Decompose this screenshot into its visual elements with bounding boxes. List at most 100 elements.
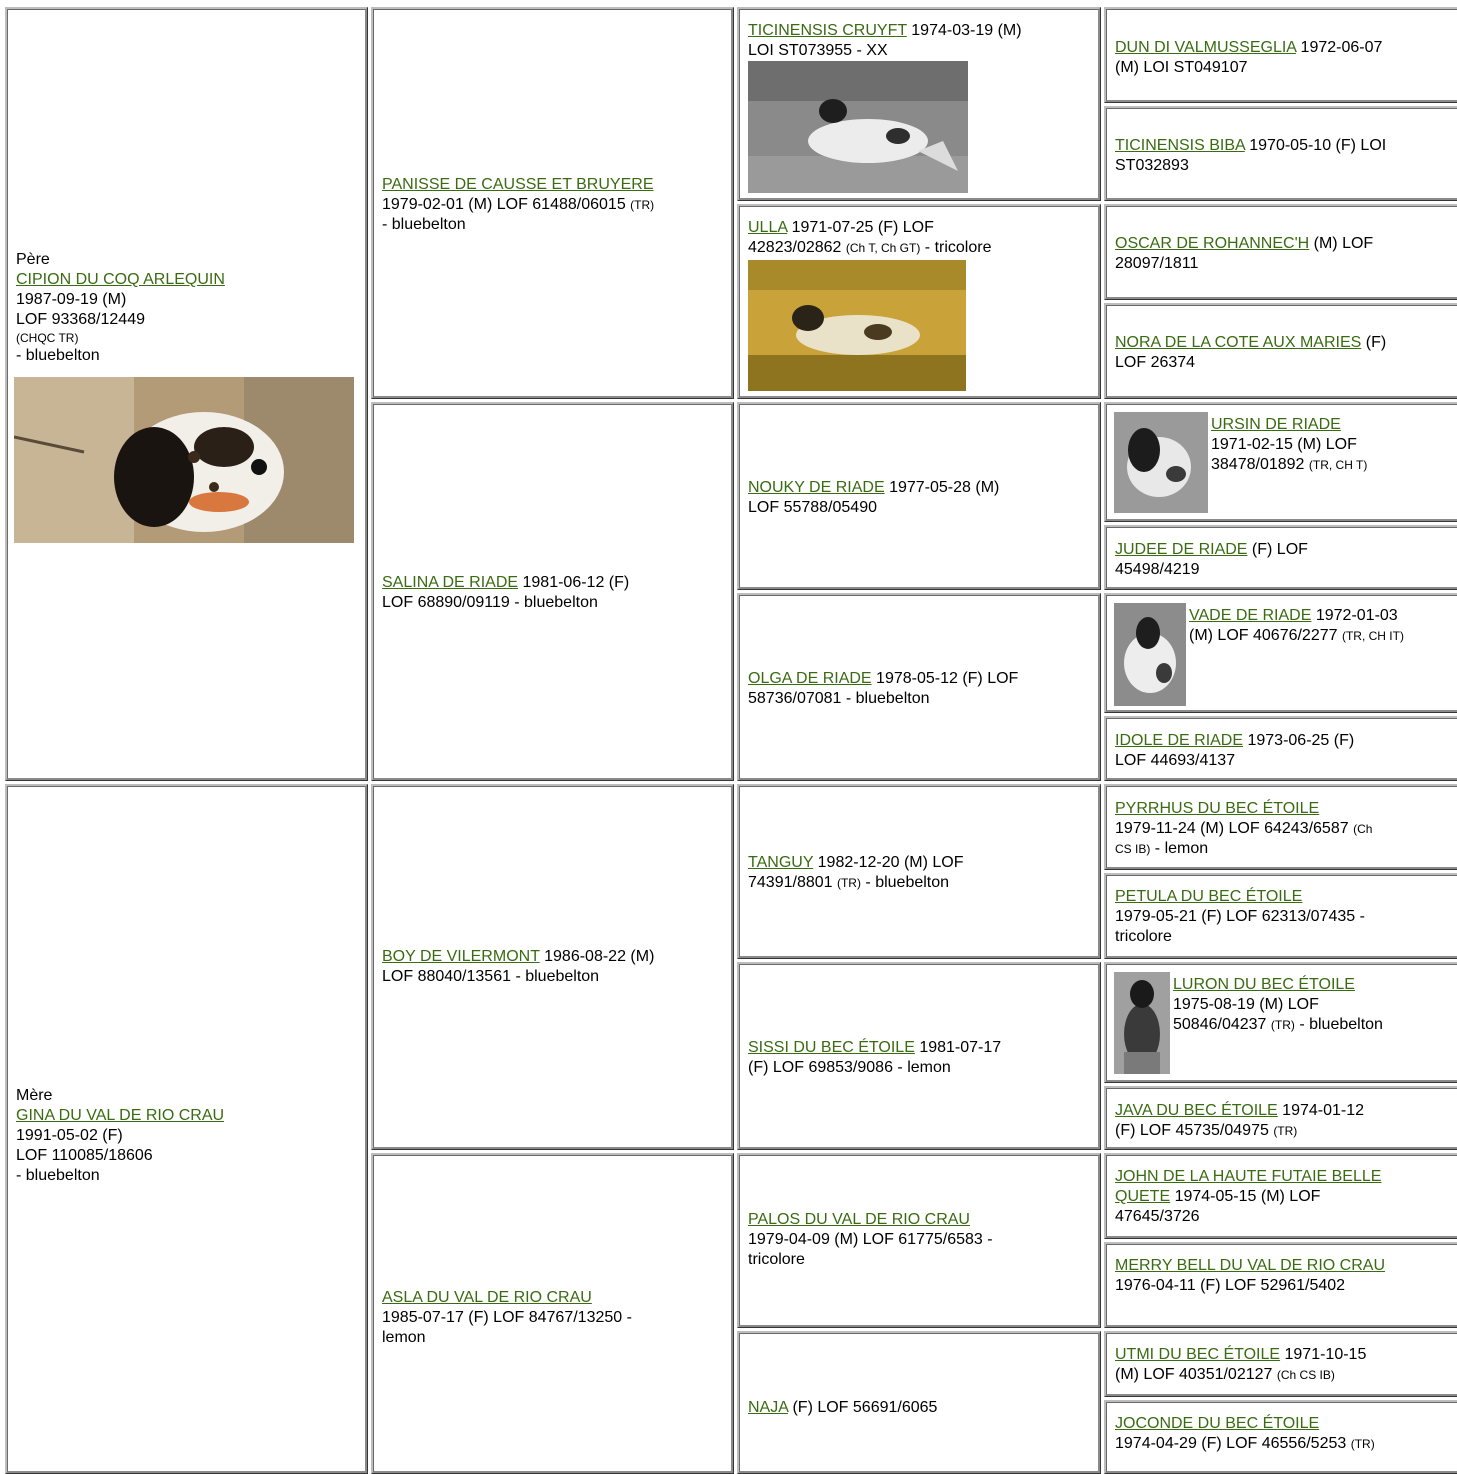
- sire-role: Père: [16, 251, 50, 268]
- panisse-name-link[interactable]: PANISSE DE CAUSSE ET BRUYERE: [382, 176, 654, 193]
- vade-registration: (M) LOF 40676/2277: [1189, 627, 1342, 644]
- olga-name-link[interactable]: OLGA DE RIADE: [748, 670, 872, 687]
- pyrrhus-color: - lemon: [1150, 840, 1209, 857]
- dam-cell: Mère GINA DU VAL DE RIO CRAU 1991-05-02 …: [5, 784, 368, 1474]
- gen3-olga-cell: OLGA DE RIADE 1978-05-12 (F) LOF 58736/0…: [737, 593, 1101, 781]
- utmi-name-link[interactable]: UTMI DU BEC ÉTOILE: [1115, 1346, 1281, 1363]
- sire-registration: LOF 93368/12449: [16, 311, 145, 328]
- idole-registration: LOF 44693/4137: [1115, 752, 1236, 769]
- ulla-info: 1971-07-25 (F) LOF: [787, 219, 934, 236]
- salina-info: 1981-06-12 (F): [518, 574, 630, 591]
- cruyft-name-link[interactable]: TICINENSIS CRUYFT: [748, 22, 907, 39]
- tanguy-registration: 74391/8801: [748, 874, 837, 891]
- gen2-panisse-cell: PANISSE DE CAUSSE ET BRUYERE 1979-02-01 …: [371, 7, 734, 399]
- gen3-palos-cell: PALOS DU VAL DE RIO CRAU 1979-04-09 (M) …: [737, 1153, 1101, 1328]
- asla-info: 1985-07-17 (F) LOF 84767/13250 -: [382, 1309, 632, 1326]
- luron-info: 1975-08-19 (M) LOF: [1173, 996, 1319, 1013]
- gen4-petula-cell: PETULA DU BEC ÉTOILE 1979-05-21 (F) LOF …: [1104, 873, 1457, 959]
- luron-registration: 50846/04237: [1173, 1016, 1271, 1033]
- luron-name-link[interactable]: LURON DU BEC ÉTOILE: [1173, 976, 1355, 993]
- naja-name-link[interactable]: NAJA: [748, 1399, 789, 1416]
- ulla-color: - tricolore: [920, 239, 992, 256]
- sire-birth: 1987-09-19 (M): [16, 291, 127, 308]
- gen2-asla-cell: ASLA DU VAL DE RIO CRAU 1985-07-17 (F) L…: [371, 1153, 734, 1474]
- gen4-john-cell: JOHN DE LA HAUTE FUTAIE BELLE QUETE 1974…: [1104, 1153, 1457, 1239]
- gen3-nouky-cell: NOUKY DE RIADE 1977-05-28 (M) LOF 55788/…: [737, 402, 1101, 590]
- petula-color: tricolore: [1115, 928, 1172, 945]
- idole-info: 1973-06-25 (F): [1243, 732, 1355, 749]
- vade-photo: [1114, 603, 1186, 706]
- asla-name-link[interactable]: ASLA DU VAL DE RIO CRAU: [382, 1289, 592, 1306]
- biba-name-link[interactable]: TICINENSIS BIBA: [1115, 137, 1245, 154]
- pyrrhus-name-link[interactable]: PYRRHUS DU BEC ÉTOILE: [1115, 800, 1320, 817]
- idole-name-link[interactable]: IDOLE DE RIADE: [1115, 732, 1244, 749]
- naja-info: (F) LOF 56691/6065: [788, 1399, 938, 1416]
- sire-cell: Père CIPION DU COQ ARLEQUIN 1987-09-19 (…: [5, 7, 368, 781]
- luron-color: - bluebelton: [1294, 1016, 1383, 1033]
- biba-info: 1970-05-10 (F) LOI: [1244, 137, 1387, 154]
- salina-name-link[interactable]: SALINA DE RIADE: [382, 574, 519, 591]
- sire-color: - bluebelton: [16, 347, 100, 364]
- john-name-link-1[interactable]: JOHN DE LA HAUTE FUTAIE BELLE: [1115, 1168, 1382, 1185]
- joconde-info: 1974-04-29 (F) LOF 46556/5253: [1115, 1435, 1351, 1452]
- vade-titles: (TR, CH IT): [1341, 629, 1404, 643]
- dam-name-link[interactable]: GINA DU VAL DE RIO CRAU: [16, 1107, 225, 1124]
- dam-registration: LOF 110085/18606: [16, 1147, 153, 1164]
- ursin-info: 1971-02-15 (M) LOF: [1211, 436, 1357, 453]
- java-registration: (F) LOF 45735/04975: [1115, 1122, 1274, 1139]
- ulla-name-link[interactable]: ULLA: [748, 219, 788, 236]
- cruyft-photo: [748, 61, 968, 193]
- judee-info: (F) LOF: [1247, 541, 1308, 558]
- ursin-name-link[interactable]: URSIN DE RIADE: [1211, 416, 1341, 433]
- judee-name-link[interactable]: JUDEE DE RIADE: [1115, 541, 1248, 558]
- petula-info: 1979-05-21 (F) LOF 62313/07435 -: [1115, 908, 1365, 925]
- palos-info: 1979-04-09 (M) LOF 61775/6583 -: [748, 1231, 993, 1248]
- dun-name-link[interactable]: DUN DI VALMUSSEGLIA: [1115, 39, 1297, 56]
- nora-name-link[interactable]: NORA DE LA COTE AUX MARIES: [1115, 334, 1362, 351]
- nouky-registration: LOF 55788/05490: [748, 499, 877, 516]
- gen4-pyrrhus-cell: PYRRHUS DU BEC ÉTOILE 1979-11-24 (M) LOF…: [1104, 784, 1457, 870]
- gen4-java-cell: JAVA DU BEC ÉTOILE 1974-01-12 (F) LOF 45…: [1104, 1086, 1457, 1150]
- john-info: 1974-05-15 (M) LOF: [1170, 1188, 1321, 1205]
- tanguy-color: - bluebelton: [860, 874, 950, 891]
- sissi-name-link[interactable]: SISSI DU BEC ÉTOILE: [748, 1039, 915, 1056]
- dun-info: 1972-06-07: [1296, 39, 1383, 56]
- joconde-name-link[interactable]: JOCONDE DU BEC ÉTOILE: [1115, 1415, 1320, 1432]
- panisse-info: 1979-02-01 (M) LOF 61488/06015: [382, 196, 631, 213]
- gen4-luron-cell: LURON DU BEC ÉTOILE 1975-08-19 (M) LOF 5…: [1104, 962, 1457, 1083]
- oscar-name-link[interactable]: OSCAR DE ROHANNEC'H: [1115, 235, 1310, 252]
- java-info: 1974-01-12: [1277, 1102, 1365, 1119]
- nora-registration: LOF 26374: [1115, 354, 1196, 371]
- gen3-ulla-cell: ULLA 1971-07-25 (F) LOF 42823/02862 (Ch …: [737, 204, 1101, 399]
- palos-name-link[interactable]: PALOS DU VAL DE RIO CRAU: [748, 1211, 970, 1228]
- tanguy-name-link[interactable]: TANGUY: [748, 854, 814, 871]
- gen3-tanguy-cell: TANGUY 1982-12-20 (M) LOF 74391/8801 (TR…: [737, 784, 1101, 959]
- olga-info: 1978-05-12 (F) LOF: [871, 670, 1019, 687]
- gen3-naja-cell: NAJA (F) LOF 56691/6065: [737, 1331, 1101, 1474]
- java-titles: (TR): [1273, 1124, 1298, 1138]
- vade-info: 1972-01-03: [1311, 607, 1398, 624]
- sire-titles: (CHQC TR): [16, 331, 79, 345]
- john-name-link-2[interactable]: QUETE: [1115, 1188, 1171, 1205]
- nouky-info: 1977-05-28 (M): [884, 479, 1000, 496]
- olga-registration: 58736/07081 - bluebelton: [748, 690, 930, 707]
- ursin-registration: 38478/01892: [1211, 456, 1309, 473]
- dam-role: Mère: [16, 1087, 53, 1104]
- vade-name-link[interactable]: VADE DE RIADE: [1189, 607, 1312, 624]
- nouky-name-link[interactable]: NOUKY DE RIADE: [748, 479, 885, 496]
- utmi-titles: (Ch CS IB): [1276, 1368, 1335, 1382]
- gen4-merry-cell: MERRY BELL DU VAL DE RIO CRAU 1976-04-11…: [1104, 1242, 1457, 1328]
- java-name-link[interactable]: JAVA DU BEC ÉTOILE: [1115, 1102, 1278, 1119]
- ursin-photo: [1114, 412, 1208, 513]
- petula-name-link[interactable]: PETULA DU BEC ÉTOILE: [1115, 888, 1303, 905]
- gen4-vade-cell: VADE DE RIADE 1972-01-03 (M) LOF 40676/2…: [1104, 593, 1457, 713]
- judee-registration: 45498/4219: [1115, 561, 1200, 578]
- ulla-titles: (Ch T, Ch GT): [845, 241, 921, 255]
- merry-info: 1976-04-11 (F) LOF 52961/5402: [1115, 1277, 1346, 1294]
- merry-name-link[interactable]: MERRY BELL DU VAL DE RIO CRAU: [1115, 1257, 1385, 1274]
- pyrrhus-titles-2: CS IB): [1115, 842, 1151, 856]
- john-registration: 47645/3726: [1115, 1208, 1200, 1225]
- sire-name-link[interactable]: CIPION DU COQ ARLEQUIN: [16, 271, 225, 288]
- boy-name-link[interactable]: BOY DE VILERMONT: [382, 948, 540, 965]
- gen2-boy-cell: BOY DE VILERMONT 1986-08-22 (M) LOF 8804…: [371, 784, 734, 1150]
